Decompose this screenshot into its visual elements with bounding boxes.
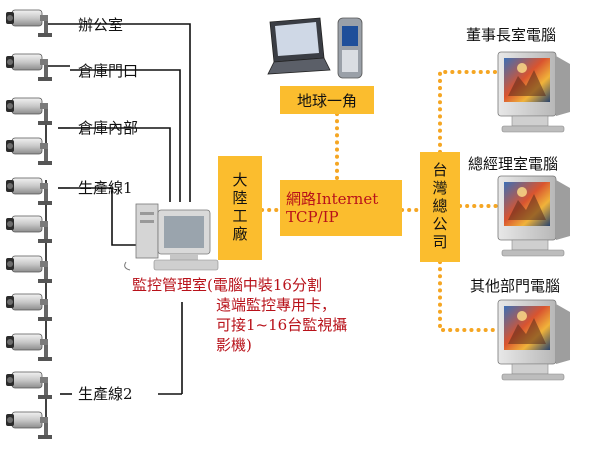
camera-icon [5,333,53,362]
zone-label-line1: 生產線1 [78,179,133,197]
computer-label-chairman: 董事長室電腦 [466,26,557,44]
camera-icon [5,215,53,244]
computer-icon [497,175,571,257]
global-label: 地球一角 [296,91,357,110]
network-links [260,70,498,332]
computer-label-gm: 總經理室電腦 [468,155,559,173]
computer-icon [497,51,571,133]
internet-label-line1: 網路Internet [286,190,379,208]
security-cameras [5,9,53,440]
taiwan-hq-label: 台灣總公司 [430,162,449,252]
camera-icon [5,255,53,284]
computer-icon [497,299,571,381]
camera-icon [5,293,53,322]
phone-icon [337,17,363,79]
camera-icon [5,97,53,126]
monitor-room-caption-line2: 遠端監控專用卡， [216,296,337,314]
monitor-room-caption-line4: 影機) [216,336,252,354]
computer-label-other: 其他部門電腦 [470,277,561,295]
camera-icon [5,9,53,38]
zone-label-warehouse-door: 倉庫門口 [78,62,139,80]
internet-label-line2: TCP/IP [286,208,339,226]
camera-icon [5,411,53,440]
camera-icon [5,371,53,400]
global-box: 地球一角 [280,86,374,114]
camera-icon [5,137,53,166]
zone-label-warehouse-inside: 倉庫內部 [78,119,139,137]
camera-icon [5,53,53,82]
mainland-factory-box: 大陸工廠 [218,156,262,260]
control-pc-icon [124,203,219,271]
monitor-room-caption-line1: 監控管理室(電腦中裝16分割 [132,276,322,294]
laptop-icon [267,17,331,75]
zone-label-office: 辦公室 [78,16,124,34]
mainland-factory-label: 大陸工廠 [230,172,249,244]
monitor-room-caption-line3: 可接1~16台監視攝 [216,316,348,334]
taiwan-hq-box: 台灣總公司 [420,152,460,262]
camera-icon [5,177,53,206]
internet-box: 網路Internet TCP/IP [280,180,402,236]
zone-label-line2: 生產線2 [78,385,133,403]
